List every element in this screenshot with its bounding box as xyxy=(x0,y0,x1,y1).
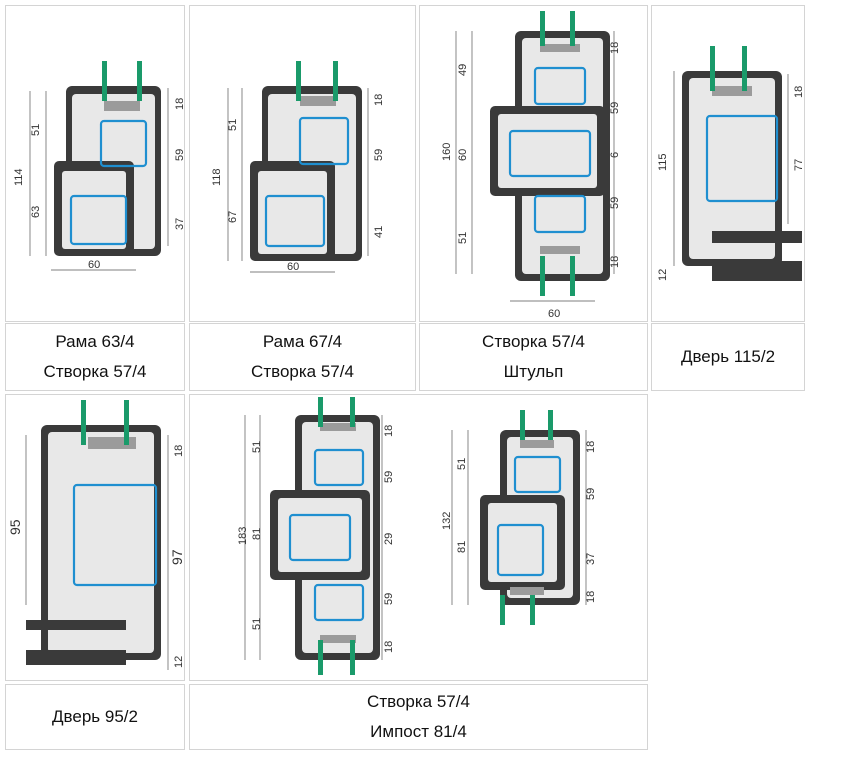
dim-left-total: 114 xyxy=(13,168,25,186)
diagram-cell-shtulp: 160 49 60 51 18 59 6 59 18 60 xyxy=(419,5,648,322)
dim-bottom: 60 xyxy=(548,308,560,320)
dim-right-2: 77 xyxy=(793,159,805,171)
diagram-cell-rama-63: 114 51 63 18 59 37 60 xyxy=(5,5,185,322)
dim-right-1: 18 xyxy=(173,445,185,457)
dim-b-left-2: 81 xyxy=(456,541,468,553)
diagram-cell-dver-115: 115 12 18 77 xyxy=(651,5,805,322)
dim-right-3: 6 xyxy=(609,152,621,158)
dim-a-left-total: 183 xyxy=(237,527,249,545)
caption-rama-67: Рама 67/4 Створка 57/4 xyxy=(189,323,416,391)
dim-left-sill: 12 xyxy=(657,269,669,281)
dim-bottom: 60 xyxy=(287,261,299,273)
profile-drawing-dver-95: 95 18 97 12 xyxy=(7,400,185,670)
caption-impost: Створка 57/4 Импост 81/4 xyxy=(189,684,648,750)
dim-left-total: 115 xyxy=(657,153,669,171)
dim-left-1: 49 xyxy=(457,64,469,76)
caption-line-1: Дверь 95/2 xyxy=(52,707,138,726)
dim-b-left-total: 132 xyxy=(441,512,453,530)
dim-a-right-2: 59 xyxy=(383,471,395,483)
caption-shtulp: Створка 57/4 Штульп xyxy=(419,323,648,391)
dim-left-3: 51 xyxy=(457,232,469,244)
caption-rama-63: Рама 63/4 Створка 57/4 xyxy=(5,323,185,391)
dim-b-right-2: 59 xyxy=(585,488,597,500)
dim-b-right-4: 18 xyxy=(585,591,597,603)
diagram-cell-dver-95: 95 18 97 12 xyxy=(5,394,185,681)
caption-line-2: Импост 81/4 xyxy=(370,722,467,741)
dim-a-right-3: 29 xyxy=(383,533,395,545)
dim-bottom: 60 xyxy=(88,259,100,271)
dim-b-right-3: 37 xyxy=(585,553,597,565)
dim-a-right-1: 18 xyxy=(383,425,395,437)
caption-dver-115: Дверь 115/2 xyxy=(651,323,805,391)
dim-left-upper: 51 xyxy=(227,119,239,131)
dim-left-total: 95 xyxy=(7,519,23,535)
dim-left-total: 160 xyxy=(441,143,453,161)
caption-line-1: Створка 57/4 xyxy=(367,692,470,711)
caption-dver-95: Дверь 95/2 xyxy=(5,684,185,750)
dim-left-lower: 67 xyxy=(227,211,239,223)
diagram-cell-rama-67: 118 51 67 18 59 41 60 xyxy=(189,5,416,322)
dim-right-1: 18 xyxy=(174,98,185,110)
dim-a-left-3: 51 xyxy=(251,618,263,630)
dim-right-1: 18 xyxy=(793,86,805,98)
dim-b-right-1: 18 xyxy=(585,441,597,453)
profile-drawing-rama-67: 118 51 67 18 59 41 60 xyxy=(211,61,385,273)
caption-line-1: Дверь 115/2 xyxy=(680,347,776,366)
caption-line-1: Створка 57/4 xyxy=(482,332,585,351)
profile-drawing-shtulp: 160 49 60 51 18 59 6 59 18 60 xyxy=(441,11,621,320)
caption-line-2: Створка 57/4 xyxy=(251,362,354,381)
profile-drawing-impost: 51 183 81 51 18 59 29 59 18 51 132 81 18… xyxy=(237,397,597,675)
dim-right-5: 18 xyxy=(609,256,621,268)
dim-right-1: 18 xyxy=(609,42,621,54)
dim-right-2: 59 xyxy=(373,149,385,161)
dim-b-left-1: 51 xyxy=(456,458,468,470)
caption-line-1: Рама 67/4 xyxy=(262,332,343,351)
dim-right-3: 41 xyxy=(373,226,385,238)
dim-a-right-4: 59 xyxy=(383,593,395,605)
dim-left-2: 60 xyxy=(457,149,469,161)
dim-right-3: 37 xyxy=(174,218,185,230)
dim-right-1: 18 xyxy=(373,94,385,106)
dim-right-2: 59 xyxy=(174,149,185,161)
dim-left-upper: 51 xyxy=(30,124,42,136)
caption-line-2: Штульп xyxy=(503,362,564,381)
dim-right-2: 59 xyxy=(609,102,621,114)
dim-right-3: 12 xyxy=(173,656,185,668)
dim-a-right-5: 18 xyxy=(383,641,395,653)
profile-drawing-rama-63: 114 51 63 18 59 37 60 xyxy=(13,61,185,271)
dim-right-2: 97 xyxy=(169,549,185,565)
caption-line-1: Рама 63/4 xyxy=(55,332,135,351)
dim-a-left-2: 81 xyxy=(251,528,263,540)
profile-drawing-dver-115: 115 12 18 77 xyxy=(657,46,805,281)
dim-right-4: 59 xyxy=(609,197,621,209)
diagram-cell-impost: 51 183 81 51 18 59 29 59 18 51 132 81 18… xyxy=(189,394,648,681)
dim-left-lower: 63 xyxy=(30,206,42,218)
dim-a-left-1: 51 xyxy=(251,441,263,453)
caption-line-2: Створка 57/4 xyxy=(43,362,147,381)
dim-left-total: 118 xyxy=(211,168,223,186)
